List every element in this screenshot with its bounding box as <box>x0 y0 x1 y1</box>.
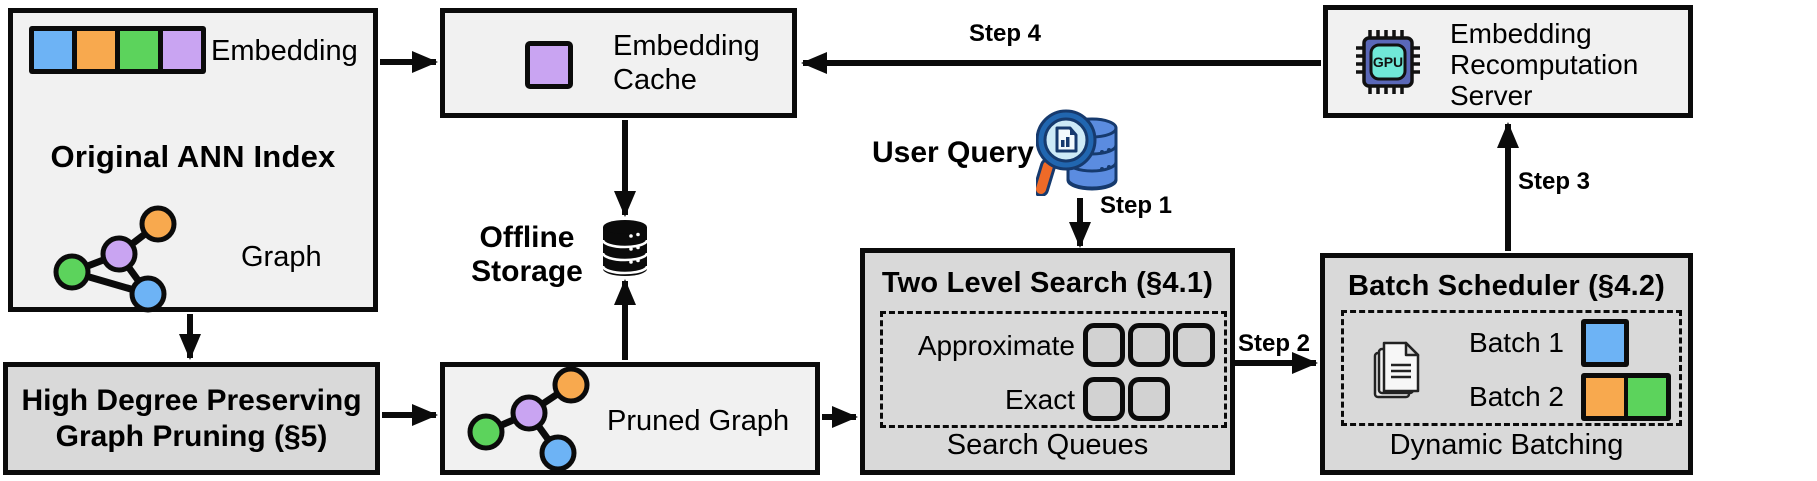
embedding-cache-line1: Embedding <box>613 30 760 62</box>
dynamic-batching-caption: Dynamic Batching <box>1389 429 1624 461</box>
server-title-line1: Embedding <box>1450 18 1592 49</box>
batch2-cell-green <box>1628 378 1666 416</box>
embedding-cell-blue <box>34 31 72 69</box>
recomputation-server-title: Embedding Recomputation Server <box>1450 18 1638 111</box>
original-ann-index-box: Embedding Original ANN Index Graph <box>8 8 378 313</box>
embedding-cache-title: Embedding Cache <box>613 29 760 97</box>
approximate-queue-label: Approximate <box>917 330 1075 361</box>
pruned-graph-box: Pruned Graph <box>440 362 820 475</box>
batch1-cell-blue <box>1586 324 1624 362</box>
two-level-search-title: Two Level Search (§4.1) <box>881 267 1214 299</box>
ann-graph-icon <box>53 205 177 313</box>
embedding-cell-orange <box>77 31 115 69</box>
offline-storage-label: Offline Storage <box>462 221 592 289</box>
dynamic-batching-panel: Batch 1 Batch 2 <box>1341 310 1682 426</box>
embedding-label: Embedding <box>211 35 358 67</box>
step2-label: Step 2 <box>1238 330 1311 357</box>
cached-embedding-icon <box>525 41 573 89</box>
original-ann-index-title: Original ANN Index <box>50 139 336 174</box>
offline-storage-line2: Storage <box>471 255 583 288</box>
step3-label: Step 3 <box>1518 168 1591 195</box>
user-query-icon <box>1036 109 1118 196</box>
embedding-cache-line2: Cache <box>613 64 697 96</box>
graph-pruning-title-line2: Graph Pruning (§5) <box>55 419 328 453</box>
magnifier-icon <box>1036 109 1097 196</box>
embedding-cell-purple <box>163 31 201 69</box>
gpu-text: GPU <box>1373 54 1403 70</box>
pruned-graph-label: Pruned Graph <box>607 405 790 437</box>
approximate-queue-slots <box>1083 323 1215 367</box>
embedding-cell-green <box>120 31 158 69</box>
batch2-cell-orange <box>1586 378 1624 416</box>
batch-scheduler-title: Batch Scheduler (§4.2) <box>1347 270 1666 302</box>
documents-icon <box>1373 341 1420 399</box>
graph-pruning-box: High Degree Preserving Graph Pruning (§5… <box>3 362 380 475</box>
offline-storage-line1: Offline <box>479 221 575 254</box>
search-queues-caption: Search Queues <box>946 429 1149 461</box>
batch2-squares <box>1581 373 1671 421</box>
step1-label: Step 1 <box>1100 192 1173 219</box>
server-title-line3: Server <box>1450 80 1533 111</box>
queue-slot <box>1083 323 1125 367</box>
two-level-search-box: Two Level Search (§4.1) Approximate Exac… <box>860 248 1235 475</box>
user-query-label: User Query <box>872 136 1034 169</box>
embedding-cache-box: Embedding Cache <box>440 8 797 118</box>
server-title-line2: Recomputation <box>1450 49 1639 80</box>
batch-scheduler-box: Batch Scheduler (§4.2) Batch 1 Batch 2 D… <box>1320 253 1693 475</box>
batch2-label: Batch 2 <box>1469 381 1564 412</box>
gpu-chip-icon: GPU <box>1356 30 1420 94</box>
embedding-vector-strip <box>29 26 206 74</box>
database-icon <box>601 220 649 276</box>
exact-queue-slots <box>1083 377 1170 421</box>
pruned-graph-icon <box>467 367 590 472</box>
search-queues-panel: Approximate Exact <box>880 311 1227 428</box>
recomputation-server-box: GPU Embedding Recomputation Server <box>1323 5 1693 118</box>
queue-slot <box>1128 377 1170 421</box>
queue-slot <box>1173 323 1215 367</box>
batch1-label: Batch 1 <box>1469 327 1564 358</box>
exact-queue-label: Exact <box>1004 384 1075 415</box>
queue-slot <box>1128 323 1170 367</box>
queue-slot <box>1083 377 1125 421</box>
graph-label: Graph <box>241 241 322 273</box>
batch1-squares <box>1581 319 1629 367</box>
step4-label: Step 4 <box>968 20 1042 47</box>
graph-pruning-title-line1: High Degree Preserving <box>21 383 362 417</box>
